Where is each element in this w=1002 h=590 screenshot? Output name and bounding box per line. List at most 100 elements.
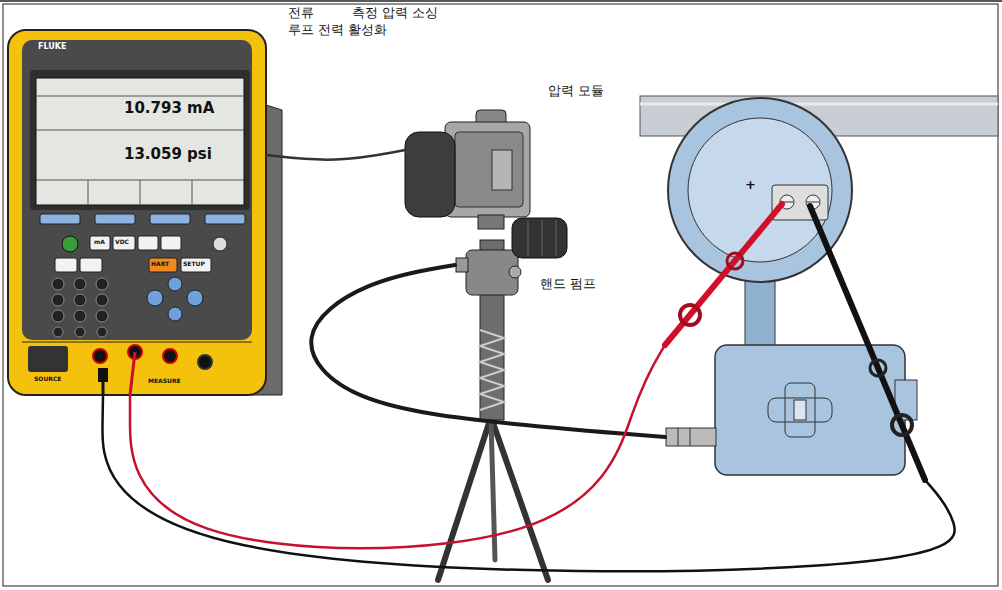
housing-inner bbox=[688, 118, 832, 262]
pump-valve bbox=[509, 266, 521, 278]
pump-spring bbox=[480, 330, 504, 410]
button-label: VDC bbox=[115, 239, 129, 246]
jack-label: MEASURE bbox=[148, 378, 181, 385]
screen-divider bbox=[36, 96, 244, 97]
jack-label: SOURCE bbox=[34, 376, 61, 383]
key bbox=[96, 310, 108, 322]
frame bbox=[3, 4, 998, 586]
calibrator-body bbox=[8, 30, 266, 395]
key bbox=[74, 310, 86, 322]
power-button bbox=[62, 236, 78, 252]
body-emblem bbox=[794, 400, 806, 420]
softkey bbox=[95, 214, 135, 224]
function-button bbox=[113, 236, 135, 250]
module-cap bbox=[405, 132, 455, 217]
module-stem bbox=[478, 215, 504, 229]
button-label: HART bbox=[151, 261, 169, 268]
settings-button bbox=[213, 237, 227, 251]
mode-label: 측정 압력 소싱 bbox=[352, 6, 438, 21]
function-button bbox=[90, 236, 110, 250]
black-plug-lead bbox=[102, 378, 105, 395]
probe-guard bbox=[892, 415, 912, 435]
pressure-module-cable bbox=[266, 150, 405, 160]
reading-value: 13.059 psi bbox=[124, 146, 212, 163]
transmitter-neck bbox=[745, 278, 775, 348]
screen-bezel bbox=[30, 70, 250, 210]
hart-button bbox=[149, 258, 177, 272]
transmitter-housing bbox=[668, 98, 852, 282]
module-body bbox=[445, 122, 530, 217]
adjust-knob bbox=[512, 218, 567, 258]
screen-divider bbox=[88, 180, 89, 205]
nav-button bbox=[168, 307, 182, 321]
reading-value: 10.793 mA bbox=[124, 100, 214, 117]
jack-panel-edge bbox=[22, 342, 252, 343]
pump-leg bbox=[438, 420, 490, 580]
input-jack bbox=[198, 355, 212, 369]
button-label: mA bbox=[94, 239, 105, 246]
mode-label: 루프 전력 활성화 bbox=[288, 23, 387, 38]
hand-pump: 핸드 펌프 bbox=[455, 225, 530, 470]
key bbox=[97, 327, 107, 337]
calibrator-panel bbox=[22, 40, 252, 340]
process-fitting bbox=[666, 428, 716, 446]
red-test-probe bbox=[665, 204, 782, 345]
softkey bbox=[205, 214, 245, 224]
knob-rib bbox=[528, 220, 529, 256]
pump-leg bbox=[492, 420, 548, 580]
fitting-ridge bbox=[678, 428, 679, 446]
softkey bbox=[40, 214, 80, 224]
nav-button bbox=[147, 290, 163, 306]
pressure-hose bbox=[311, 265, 665, 437]
nav-button bbox=[187, 290, 203, 306]
button-label: SETUP bbox=[183, 261, 205, 268]
function-button bbox=[161, 236, 181, 250]
softkey bbox=[150, 214, 190, 224]
pump-fitting bbox=[456, 258, 468, 272]
part-name: 압력 모듈 bbox=[548, 84, 604, 99]
screen-divider bbox=[36, 130, 244, 131]
knob-rib bbox=[556, 220, 557, 256]
key bbox=[52, 278, 64, 290]
black-test-probe bbox=[810, 206, 925, 480]
setup-button bbox=[181, 258, 211, 272]
module-window bbox=[492, 150, 512, 190]
black-test-lead bbox=[102, 395, 954, 571]
key bbox=[96, 278, 108, 290]
red-test-lead bbox=[130, 345, 665, 548]
probe-guard bbox=[680, 305, 700, 325]
pipe-highlight bbox=[640, 103, 998, 106]
body-emblem bbox=[785, 383, 815, 437]
polarity-mark: + bbox=[745, 178, 756, 193]
probe-guard bbox=[727, 253, 743, 269]
brand-name: FLUKE bbox=[38, 42, 66, 51]
calibrator: FLUKE 10.793 mA 13.059 psi bbox=[8, 30, 266, 395]
red-plug bbox=[130, 352, 135, 395]
key bbox=[75, 327, 85, 337]
probe-guard bbox=[870, 360, 886, 376]
screen-divider bbox=[192, 180, 193, 205]
module-port bbox=[28, 346, 68, 372]
pressure-module: 압력 모듈 bbox=[405, 120, 535, 225]
part-name: 핸드 펌프 bbox=[540, 277, 596, 292]
input-jack bbox=[93, 349, 107, 363]
body-emblem bbox=[768, 398, 832, 422]
input-jack bbox=[163, 349, 177, 363]
key bbox=[53, 327, 63, 337]
key bbox=[52, 294, 64, 306]
lcd-screen bbox=[36, 78, 244, 205]
function-button bbox=[138, 236, 158, 250]
top-rule bbox=[0, 0, 1002, 2]
fitting-ridge bbox=[690, 428, 691, 446]
key bbox=[52, 310, 64, 322]
module-face bbox=[455, 132, 523, 207]
key bbox=[74, 278, 86, 290]
pressure-transmitter: + bbox=[665, 95, 945, 480]
screen-divider bbox=[140, 180, 141, 205]
key bbox=[74, 294, 86, 306]
nav-button bbox=[168, 277, 182, 291]
key bbox=[96, 294, 108, 306]
